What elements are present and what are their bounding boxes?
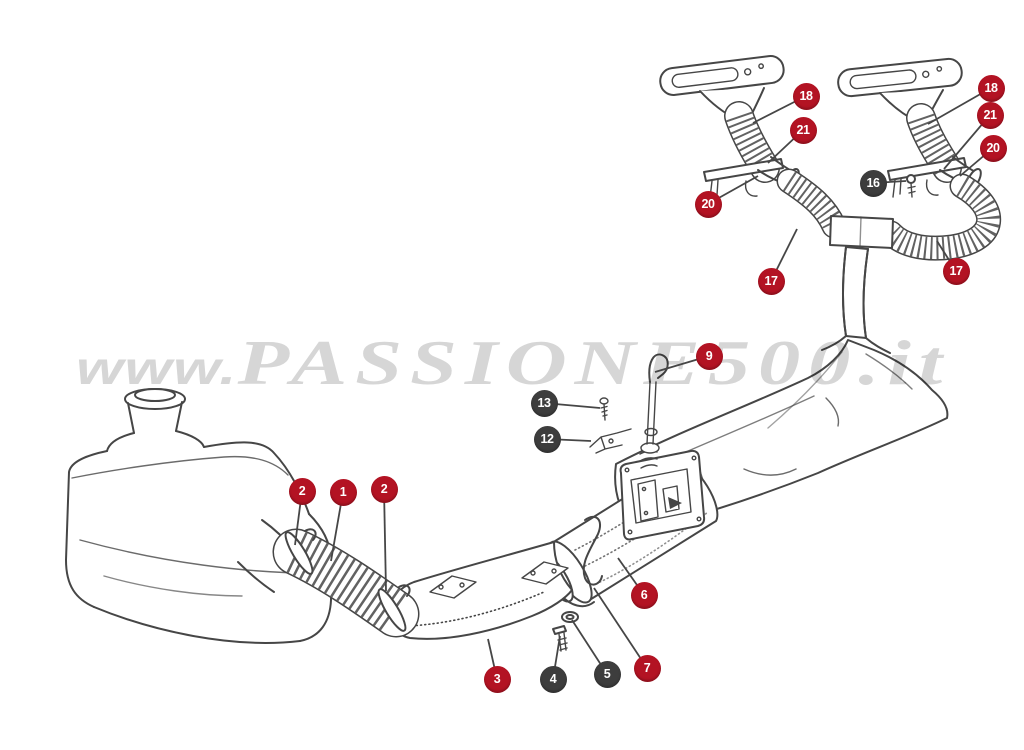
hose-clamp-rear: [377, 588, 407, 632]
junction-stem: [821, 246, 891, 354]
callout-7: 7: [633, 654, 661, 682]
hose-clamp-front: [284, 531, 314, 575]
callout-12: 12: [533, 425, 561, 453]
callout-16: 16: [859, 169, 887, 197]
washer-and-bolt: [552, 611, 579, 652]
muffler-clamp: [582, 515, 603, 586]
callout-3: 3: [483, 665, 511, 693]
callout-4: 4: [539, 665, 567, 693]
rod-bracket: [589, 397, 632, 454]
callout-18: 18: [977, 74, 1005, 102]
callout-2: 2: [288, 477, 316, 505]
callout-2: 2: [370, 475, 398, 503]
junction-sleeve: [829, 215, 894, 249]
callout-13: 13: [530, 389, 558, 417]
callout-20: 20: [694, 190, 722, 218]
callout-17: 17: [757, 267, 785, 295]
callout-5: 5: [593, 660, 621, 688]
callout-21: 21: [789, 116, 817, 144]
callout-9: 9: [695, 342, 723, 370]
callout-1: 1: [329, 478, 357, 506]
callout-17: 17: [942, 257, 970, 285]
callout-20: 20: [979, 134, 1007, 162]
callout-21: 21: [976, 101, 1004, 129]
flex-hose-1: [281, 528, 409, 633]
callout-6: 6: [630, 581, 658, 609]
heat-duct: [391, 541, 573, 640]
callout-18: 18: [792, 82, 820, 110]
flap-valve: [619, 449, 706, 541]
